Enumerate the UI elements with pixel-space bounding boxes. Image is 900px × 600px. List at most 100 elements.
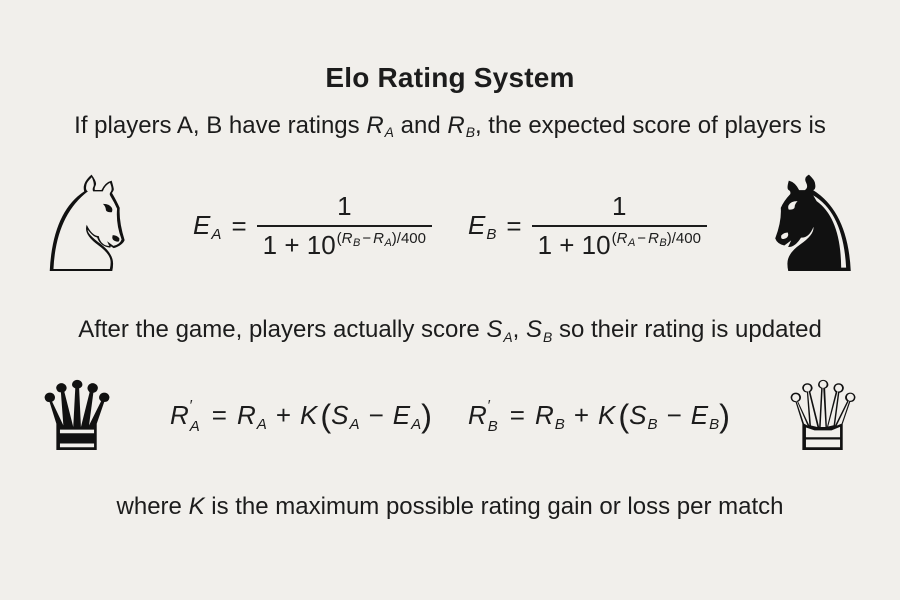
exp-r2-sub: A (384, 237, 392, 250)
math-sa: S (331, 400, 349, 431)
black-queen-box: ♛ (34, 369, 120, 465)
close-paren: ) (421, 398, 432, 435)
score-line: After the game, players actually score S… (0, 316, 900, 344)
open-paren: ( (618, 398, 630, 435)
equals-sign: = (509, 400, 525, 431)
math-k: K (300, 400, 318, 431)
score-text-pre: After the game, players actually score (78, 316, 487, 344)
white-queen-box: ♕ (780, 369, 866, 465)
equals-sign: = (211, 400, 227, 431)
den-base: 1 + 10 (537, 230, 611, 261)
math-sa-sub: A (349, 415, 360, 433)
footer-text-post: is the maximum possible rating gain or l… (204, 492, 784, 520)
math-sb-sub: B (647, 415, 658, 433)
math-rprime-b: R (468, 400, 487, 431)
fraction-eb-numerator: 1 (612, 191, 627, 222)
math-ra-sub: A (384, 124, 394, 141)
fraction-ea: 1 1 + 10(RB−RA)/400 (256, 191, 432, 261)
intro-line: If players A, B have ratings RA and RB, … (0, 112, 900, 140)
prime-mark: ′ (487, 397, 491, 415)
exp-r1-sub: A (627, 237, 636, 250)
black-queen-icon: ♛ (33, 360, 121, 473)
equals-sign: = (231, 210, 247, 241)
exp-open-paren: ( (611, 230, 617, 248)
black-knight-box: ♞ (754, 160, 872, 292)
plus-sign: + (573, 400, 589, 431)
math-rb: R (447, 112, 465, 139)
exp-minus-sign: − (637, 230, 647, 248)
minus-sign: − (666, 400, 682, 431)
formula-ea-lhs: EA (193, 210, 221, 243)
prime-sub-stack: ′B (487, 397, 500, 435)
score-text-comma: , (512, 316, 527, 344)
math-k: K (598, 400, 616, 431)
math-sb: S (629, 400, 647, 431)
formula-update-a: R′A=RA+K(SA−EA) (170, 397, 432, 435)
exp-close-over-400: )/400 (391, 230, 426, 248)
formula-expected-b: EB = 1 1 + 10(RA−RB)/400 (468, 191, 707, 261)
intro-text-and: and (393, 112, 448, 139)
footer-text-pre: where (116, 492, 189, 520)
math-ea-sub: A (411, 415, 422, 433)
den-base: 1 + 10 (262, 230, 336, 261)
math-ea-sub: A (211, 225, 222, 243)
math-ea: E (392, 400, 411, 431)
page-title: Elo Rating System (325, 62, 575, 93)
math-sa-sub: A (503, 328, 513, 345)
expected-formulas-group: EA = 1 1 + 10(RB−RA)/400 EB = 1 1 + 10(R… (130, 191, 770, 261)
exp-r1-sub: B (353, 237, 361, 250)
white-knight-box: ♘ (28, 149, 146, 303)
score-text-post: so their rating is updated (552, 316, 822, 344)
formula-update-b: R′B=RB+K(SB−EB) (468, 397, 730, 435)
math-sa: S (486, 316, 503, 344)
math-eb-sub: B (486, 225, 497, 243)
fraction-ea-numerator: 1 (337, 191, 352, 222)
white-queen-icon: ♕ (779, 360, 867, 473)
math-ea: E (193, 210, 211, 241)
intro-text-pre: If players A, B have ratings (74, 112, 367, 139)
exp-r2: R (373, 230, 384, 248)
prime-mark: ′ (189, 397, 193, 415)
math-rprime-a: R (170, 400, 189, 431)
open-paren: ( (320, 398, 332, 435)
plus-sign: + (275, 400, 291, 431)
fraction-ea-denominator: 1 + 10(RB−RA)/400 (256, 225, 432, 261)
den-exponent: (RB−RA)/400 (336, 230, 426, 250)
math-rb: R (534, 400, 554, 431)
math-ra-sub: A (256, 415, 267, 433)
exp-open-paren: ( (336, 230, 342, 248)
math-ra: R (236, 400, 256, 431)
math-k: K (188, 492, 205, 520)
exp-r2-sub: B (659, 237, 667, 250)
expected-score-row: ♘ EA = 1 1 + 10(RB−RA)/400 EB = 1 1 + 10… (0, 149, 900, 303)
fraction-eb-denominator: 1 + 10(RA−RB)/400 (531, 225, 707, 261)
math-sb: S (526, 316, 543, 344)
exp-r2: R (648, 230, 659, 248)
math-rb-sub: B (554, 415, 565, 433)
update-formulas-group: R′A=RA+K(SA−EA) R′B=RB+K(SB−EB) (116, 397, 784, 435)
black-knight-icon: ♞ (753, 149, 873, 304)
footer-line: where K is the maximum possible rating g… (0, 493, 900, 521)
intro-text-post: , the expected score of players is (474, 112, 826, 139)
exp-r1: R (341, 230, 353, 248)
exp-close-over-400: )/400 (666, 230, 701, 248)
minus-sign: − (368, 400, 384, 431)
math-eb: E (468, 210, 486, 241)
exp-r1: R (616, 230, 628, 248)
fraction-eb: 1 1 + 10(RA−RB)/400 (531, 191, 707, 261)
prime-sub: B (487, 418, 498, 436)
equals-sign: = (506, 210, 522, 241)
prime-sub: A (189, 418, 200, 436)
math-sb-sub: B (543, 328, 553, 345)
white-knight-icon: ♘ (27, 149, 147, 304)
math-eb: E (690, 400, 709, 431)
rating-update-row: ♛ R′A=RA+K(SA−EA) R′B=RB+K(SB−EB) ♕ (0, 369, 900, 465)
formula-eb-lhs: EB (468, 210, 496, 243)
math-eb-sub: B (709, 415, 720, 433)
exp-minus-sign: − (362, 230, 372, 248)
math-rb-sub: B (465, 124, 475, 141)
formula-expected-a: EA = 1 1 + 10(RB−RA)/400 (193, 191, 432, 261)
prime-sub-stack: ′A (189, 397, 202, 435)
den-exponent: (RA−RB)/400 (611, 230, 701, 250)
